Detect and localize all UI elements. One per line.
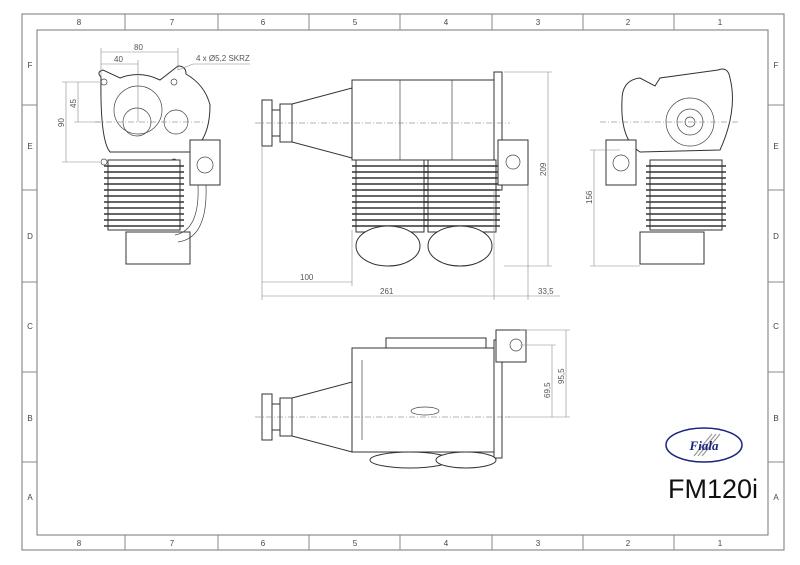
zone-col-5: 5 (353, 18, 358, 27)
zone-col-2: 2 (626, 18, 631, 27)
zone-col-3-bottom: 3 (536, 539, 541, 548)
dim-side-length: 261 (380, 287, 394, 296)
rear-view: 156 (585, 68, 740, 267)
drawing-frame (21, 13, 785, 551)
zone-col-7-bottom: 7 (170, 539, 175, 548)
zone-col-4: 4 (444, 18, 449, 27)
dim-front-half: 40 (114, 55, 123, 64)
dim-rear-height: 156 (585, 190, 594, 204)
dim-top-b: 95,5 (557, 368, 566, 384)
svg-text:Fiala: Fiala (689, 438, 719, 453)
fiala-logo: Fiala (665, 427, 743, 463)
zone-col-6: 6 (261, 18, 266, 27)
zone-row-F-right: F (774, 61, 779, 70)
side-view: 100 261 33,5 209 (255, 71, 560, 300)
zone-row-B: B (27, 414, 32, 423)
dim-front-height: 90 (57, 118, 66, 127)
zone-row-B-right: B (773, 414, 778, 423)
model-name: FM120i (668, 474, 759, 504)
zone-col-3: 3 (536, 18, 541, 27)
dim-side-height: 209 (539, 162, 548, 176)
dim-top-a: 69,5 (543, 382, 552, 398)
dim-front-half-height: 45 (69, 99, 78, 108)
zone-row-C: C (27, 322, 33, 331)
zone-row-D-right: D (773, 232, 779, 241)
zone-row-F: F (28, 61, 33, 70)
front-view: 80 40 4 x Ø5,2 SKRZ 90 45 (57, 43, 250, 265)
zone-row-E-right: E (773, 142, 778, 151)
dim-holes: 4 x Ø5,2 SKRZ (196, 54, 250, 63)
zone-row-A: A (27, 493, 33, 502)
zone-col-1-bottom: 1 (718, 539, 723, 548)
dim-side-prop: 100 (300, 273, 314, 282)
zone-row-C-right: C (773, 322, 779, 331)
dim-front-width: 80 (134, 43, 143, 52)
zone-col-8: 8 (77, 18, 82, 27)
zone-col-5-bottom: 5 (353, 539, 358, 548)
zone-row-A-right: A (773, 493, 779, 502)
zone-col-1: 1 (718, 18, 723, 27)
zone-col-7: 7 (170, 18, 175, 27)
zone-row-E: E (27, 142, 32, 151)
dim-side-rear: 33,5 (538, 287, 554, 296)
top-view: 69,5 95,5 (255, 329, 570, 469)
zone-labels: 8 7 6 5 4 3 2 1 8 7 6 5 4 3 2 1 F E D C … (27, 18, 779, 548)
zone-row-D: D (27, 232, 33, 241)
zone-col-8-bottom: 8 (77, 539, 82, 548)
zone-col-6-bottom: 6 (261, 539, 266, 548)
zone-col-4-bottom: 4 (444, 539, 449, 548)
zone-col-2-bottom: 2 (626, 539, 631, 548)
